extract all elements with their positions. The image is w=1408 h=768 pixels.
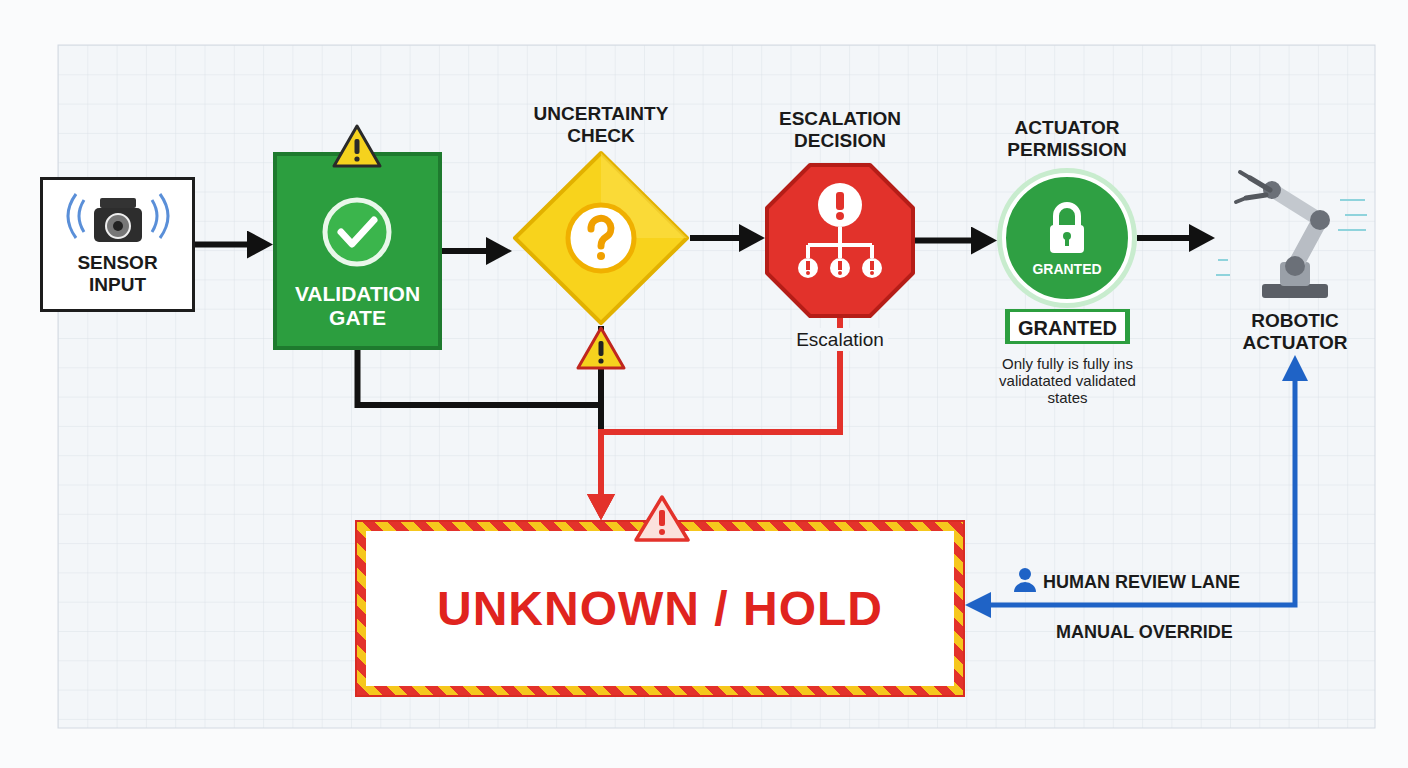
node-title: ESCALATION DECISION: [750, 108, 930, 151]
circle-shape: [997, 168, 1137, 308]
flow-arrow: [690, 235, 753, 241]
node-title: UNKNOWN / HOLD: [366, 531, 954, 686]
octagon-shape: [765, 163, 915, 318]
person-icon: [1014, 568, 1036, 592]
escalation-octagon: ESCALATION DECISIONEscalation: [765, 163, 915, 318]
warning-triangle: [578, 328, 624, 368]
sensor-box: SENSOR INPUT: [40, 177, 195, 312]
flow-arrow: [442, 248, 500, 254]
flow-arrow: [195, 242, 261, 248]
hold-box: UNKNOWN / HOLD: [355, 520, 965, 697]
edge-label: HUMAN REVIEW LANE: [1043, 572, 1240, 593]
note-text: Only fully is fully ins validatated vali…: [995, 355, 1140, 406]
node-title: UNCERTAINTY CHECK: [514, 103, 689, 146]
lane-label: MANUAL OVERRIDE: [1056, 622, 1233, 643]
decision-diamond: UNCERTAINTY CHECK: [512, 150, 690, 326]
node-title: SENSOR INPUT: [53, 252, 183, 295]
node-title: VALIDATION GATE: [288, 282, 428, 329]
node-text: GRANTED: [997, 262, 1137, 278]
node-title: GRANTED: [1010, 317, 1125, 339]
robot-arm-icon: [1216, 172, 1367, 298]
flow-arrow: [977, 367, 1295, 605]
flow-arrow: [1137, 235, 1203, 241]
actuator-node: ROBOTIC ACTUATOR: [1215, 175, 1375, 355]
permission-circle: ACTUATOR PERMISSIONGRANTED: [997, 168, 1137, 308]
flow-arrow: [915, 238, 985, 244]
diamond-shape: [512, 150, 690, 326]
node-text: Escalation: [792, 328, 888, 351]
validation-gate-box: VALIDATION GATE: [273, 152, 442, 350]
flow-arrow: [358, 350, 602, 508]
node-title: ROBOTIC ACTUATOR: [1220, 310, 1370, 353]
node-title: ACTUATOR PERMISSION: [977, 117, 1157, 160]
status-box: GRANTED: [1005, 309, 1130, 344]
